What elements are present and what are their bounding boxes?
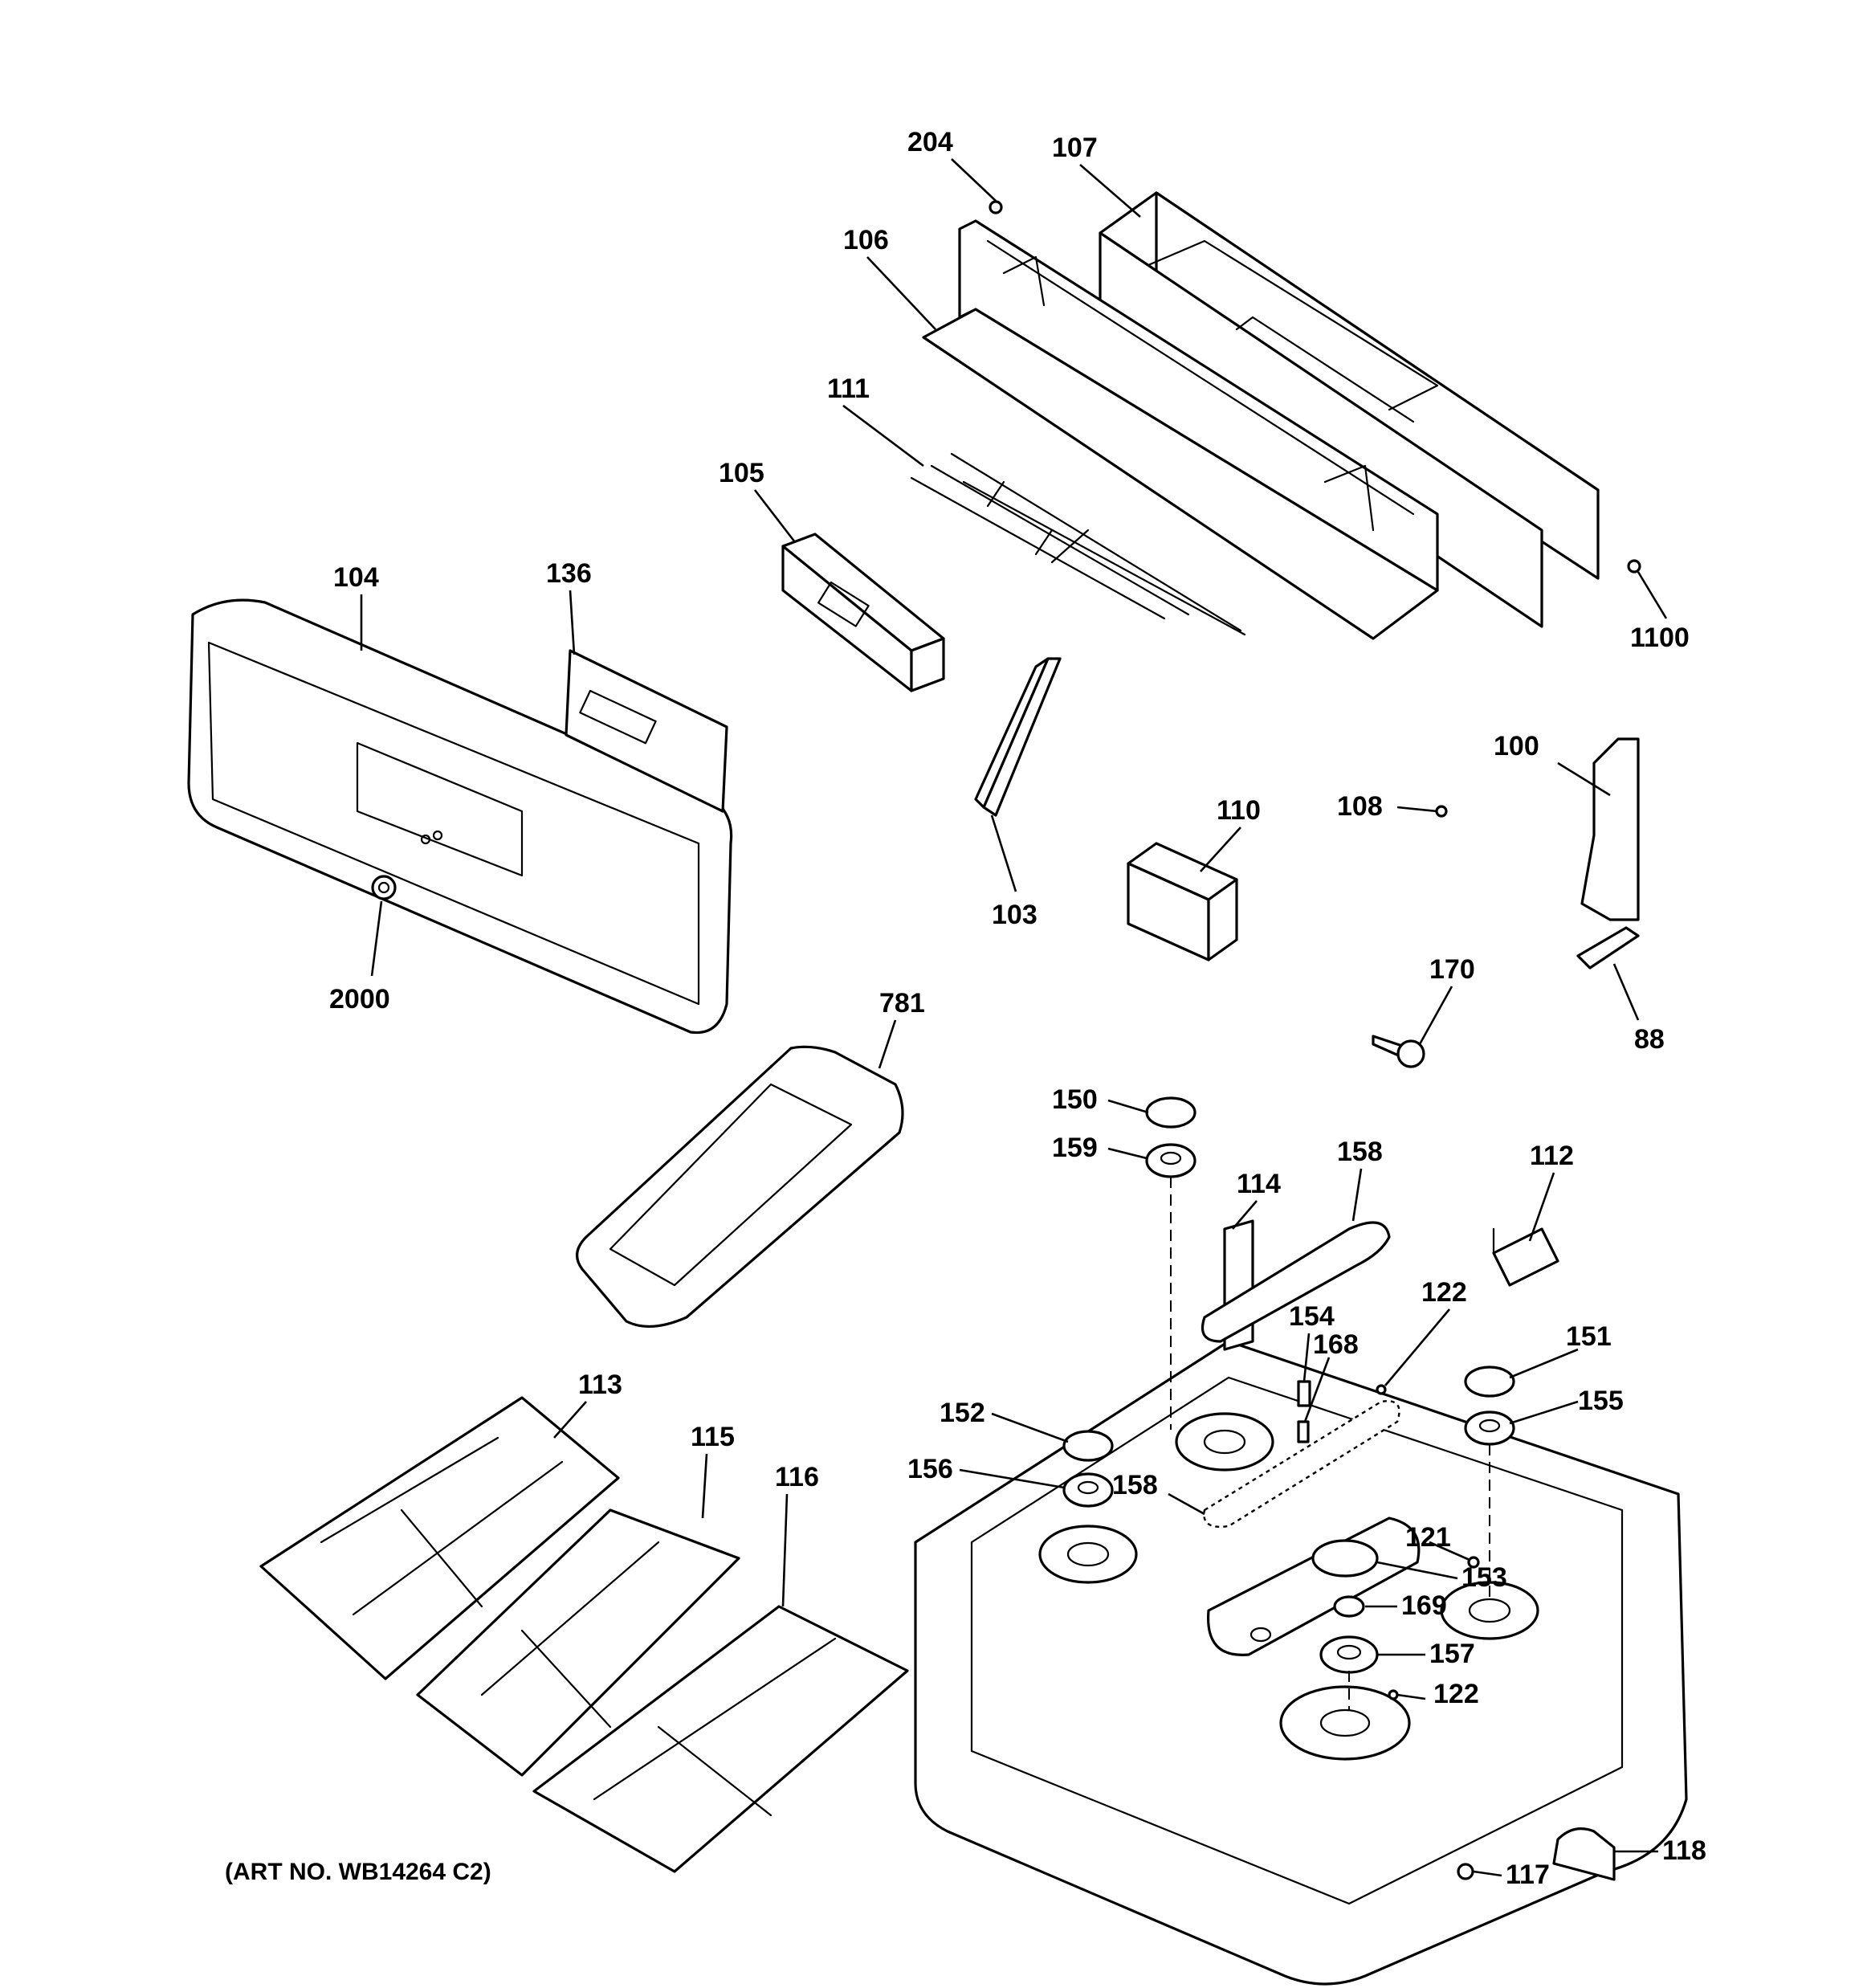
part-157-head	[1319, 1635, 1379, 1674]
part-122-screw-a	[1376, 1384, 1387, 1395]
label-100: 100	[1494, 731, 1539, 761]
part-121-screw	[1467, 1556, 1480, 1569]
part-104-control-panel	[187, 598, 733, 1035]
part-103-bracket	[974, 657, 1062, 817]
label-111: 111	[827, 374, 870, 404]
label-103: 103	[992, 900, 1037, 930]
label-168: 168	[1313, 1329, 1359, 1360]
part-117-nut	[1457, 1863, 1474, 1880]
part-155-head	[1464, 1410, 1515, 1446]
label-107: 107	[1052, 133, 1098, 163]
label-114: 114	[1237, 1169, 1281, 1199]
part-110-relay-board	[1127, 842, 1238, 961]
part-113-grate	[259, 1396, 620, 1680]
burner-rear-left	[1175, 1412, 1274, 1472]
part-122-screw-b	[1388, 1689, 1399, 1700]
part-112-valve	[1492, 1227, 1559, 1287]
label-118: 118	[1662, 1835, 1706, 1866]
label-204: 204	[907, 127, 953, 157]
cooktop-main	[914, 1340, 1688, 1986]
part-153-cap	[1311, 1539, 1379, 1578]
label-122-bottom: 122	[1433, 1679, 1479, 1709]
label-159: 159	[1052, 1133, 1098, 1163]
screw-1100	[1627, 559, 1641, 574]
label-106: 106	[843, 225, 889, 255]
screw-170	[1372, 1035, 1425, 1068]
label-152: 152	[940, 1398, 985, 1428]
part-labels: 204 107 106 111 105 104 136 1100 100 108…	[329, 127, 1706, 1890]
label-158-top: 158	[1337, 1137, 1383, 1167]
part-115-grate	[416, 1508, 740, 1777]
label-155: 155	[1578, 1386, 1624, 1416]
burner-front-left	[1038, 1525, 1138, 1584]
label-1100: 1100	[1630, 623, 1690, 653]
burner-front-center	[1279, 1685, 1411, 1761]
part-150-cap	[1145, 1096, 1196, 1129]
label-153: 153	[1461, 1562, 1507, 1593]
label-122-top: 122	[1421, 1277, 1467, 1308]
part-158-gasket	[1203, 1400, 1400, 1528]
screw-204	[989, 200, 1003, 214]
part-136-overlay	[565, 649, 728, 813]
label-108: 108	[1337, 791, 1383, 822]
part-88-clip	[1576, 926, 1640, 970]
label-110: 110	[1217, 795, 1261, 826]
screw-108	[1435, 805, 1448, 818]
part-169-ring	[1333, 1595, 1365, 1618]
label-151: 151	[1566, 1321, 1612, 1352]
part-156-head	[1062, 1472, 1114, 1508]
label-112: 112	[1530, 1141, 1574, 1171]
label-115: 115	[691, 1422, 735, 1452]
label-116: 116	[775, 1462, 819, 1492]
label-157: 157	[1429, 1639, 1475, 1669]
label-156: 156	[907, 1454, 953, 1484]
label-117: 117	[1506, 1859, 1550, 1890]
part-116-grate	[532, 1605, 909, 1873]
leader-lines	[360, 158, 1668, 1877]
part-111-flex-strips	[910, 452, 1246, 636]
part-154-igniter	[1297, 1380, 1311, 1407]
label-2000: 2000	[329, 984, 390, 1014]
part-105-control-board	[781, 533, 945, 692]
part-106-backsplash	[922, 219, 1439, 640]
label-170: 170	[1429, 954, 1475, 985]
label-136: 136	[546, 558, 592, 589]
label-105: 105	[719, 458, 764, 488]
label-158-bottom: 158	[1112, 1470, 1158, 1500]
label-154: 154	[1289, 1301, 1335, 1332]
part-151-cap	[1464, 1365, 1515, 1398]
part-118-foot	[1552, 1827, 1616, 1881]
burner-right	[1440, 1581, 1539, 1640]
art-number: (ART NO. WB14264 C2)	[225, 1859, 491, 1885]
part-781-griddle	[576, 1045, 904, 1329]
label-88: 88	[1634, 1024, 1665, 1055]
label-121: 121	[1405, 1522, 1451, 1553]
part-158-cover	[1201, 1221, 1391, 1343]
label-104: 104	[333, 562, 379, 593]
label-113: 113	[578, 1370, 622, 1400]
part-100-end-cap	[1580, 737, 1640, 921]
part-168-electrode	[1297, 1420, 1310, 1443]
label-150: 150	[1052, 1084, 1098, 1115]
part-152-cap	[1062, 1430, 1114, 1462]
part-2000-knob	[371, 875, 397, 900]
part-159-head	[1145, 1143, 1196, 1178]
label-169: 169	[1401, 1590, 1447, 1621]
label-781: 781	[879, 988, 925, 1018]
